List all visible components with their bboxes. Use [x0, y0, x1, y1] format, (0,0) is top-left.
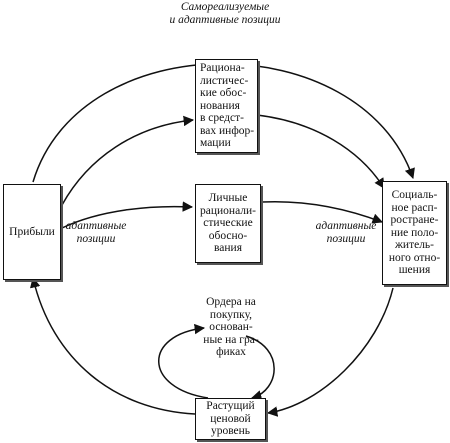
arrow-social-to-price [266, 287, 394, 417]
arrow-rational-info-to-social [256, 114, 385, 189]
arrow-profits-to-personal [61, 201, 194, 229]
label-chart-orders: Ордера на покупку, основан- ные на гра- … [203, 296, 259, 358]
arrow-profits-to-rational-info [61, 115, 195, 206]
arrow-price-to-profits [30, 276, 196, 415]
node-rising-price-label: Растущий ценовой уровень [206, 400, 255, 438]
node-profits: Прибыли [3, 184, 61, 280]
node-social-spread-label: Социаль- ное расп- ростране- ние поло- ж… [388, 189, 441, 277]
label-top-arc: Самореализуемые и адаптивные позиции [169, 1, 281, 26]
arrow-price-to-orders-loop [158, 323, 209, 399]
label-right-adaptive: адаптивные позиции [315, 220, 377, 245]
node-personal-rational-label: Личные рационали- стические обосно- вани… [200, 192, 256, 255]
arrow-personal-to-social [261, 200, 383, 224]
node-rising-price: Растущий ценовой уровень [195, 398, 266, 440]
node-profits-label: Прибыли [9, 225, 55, 238]
node-personal-rational: Личные рационали- стические обосно- вани… [195, 184, 261, 263]
label-left-adaptive: адаптивные позиции [65, 220, 127, 245]
node-rational-info-label: Рациона- листичес- кие обос- нования в с… [200, 62, 255, 150]
node-rational-info: Рациона- листичес- кие обос- нования в с… [195, 59, 258, 153]
arrow-orders-to-price-loop [245, 335, 275, 401]
node-social-spread: Социаль- ное расп- ростране- ние поло- ж… [382, 181, 447, 285]
